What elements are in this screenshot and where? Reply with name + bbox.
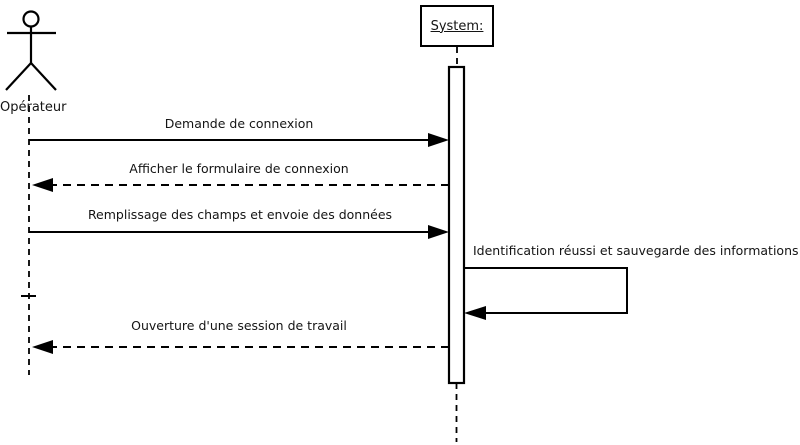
message-2-label: Afficher le formulaire de connexion — [129, 161, 349, 176]
message-1-label: Demande de connexion — [164, 116, 314, 131]
message-4-arrowhead-left-icon — [464, 306, 486, 320]
message-4-loop-line — [464, 267, 628, 314]
message-3-arrowhead-right-icon — [428, 225, 449, 239]
message-5-arrowhead-left-icon — [32, 340, 53, 354]
message-2-arrowhead-left-icon — [32, 178, 53, 192]
system-activation-bar — [447, 65, 466, 385]
message-4-label: Identification réussi et sauvegarde des … — [473, 243, 799, 258]
message-1-arrowhead-right-icon — [428, 133, 449, 147]
actor-operator-label: Opérateur — [0, 100, 67, 115]
message-5-arrow — [32, 340, 449, 354]
message-2-arrow — [32, 178, 449, 192]
message-4-self-loop — [464, 267, 628, 320]
system-object-label: System: — [430, 18, 484, 34]
message-3-arrow — [29, 225, 449, 239]
message-3-label: Remplissage des champs et envoie des don… — [87, 207, 393, 222]
actor-operator-icon — [5, 10, 57, 91]
message-1-arrow — [29, 133, 449, 147]
system-object-box: System: — [420, 5, 494, 47]
actor-left-leg — [5, 62, 32, 91]
actor-head — [22, 10, 40, 28]
message-5-label: Ouverture d'une session de travail — [131, 318, 347, 333]
actor-right-leg — [30, 62, 57, 91]
